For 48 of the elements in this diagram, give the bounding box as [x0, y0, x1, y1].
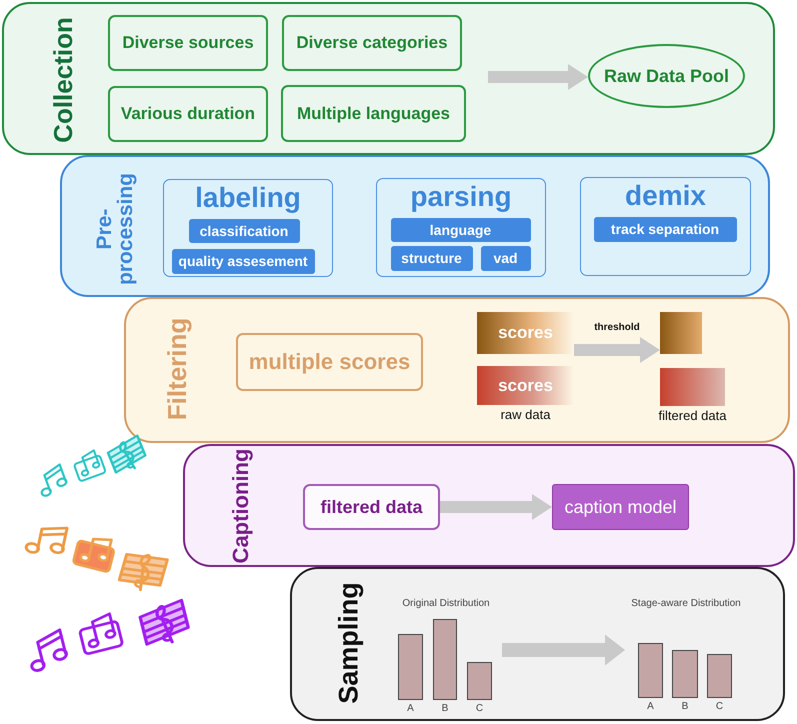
block-arrow — [440, 494, 552, 520]
bar-label: C — [716, 701, 724, 712]
feature-box: Various duration — [108, 86, 268, 142]
group-box — [163, 179, 333, 277]
feature-box: Diverse categories — [282, 15, 462, 71]
gradient-bar — [660, 368, 725, 406]
score-bar: scores — [477, 366, 574, 405]
group-box — [580, 177, 751, 276]
score-bar: scores — [477, 312, 574, 354]
feature-box: Multiple languages — [281, 85, 466, 142]
tag-chip: quality assesement — [172, 248, 314, 274]
stage-title: Collection — [50, 17, 76, 143]
bar-label: C — [476, 703, 484, 714]
caption-text: filtered data — [658, 409, 726, 424]
data-pool-ellipse: Raw Data Pool — [588, 44, 745, 108]
bar-label: B — [682, 701, 688, 712]
feature-box: filtered data — [303, 484, 440, 530]
group-title: demix — [625, 181, 706, 210]
block-arrow — [488, 64, 588, 90]
bar-label: B — [442, 703, 448, 714]
block-arrow — [502, 634, 625, 666]
tag-chip: vad — [480, 246, 530, 270]
model-box: caption model — [552, 484, 689, 530]
stage-title: Filtering — [164, 318, 190, 420]
tag-chip: structure — [390, 246, 472, 270]
bar-label: A — [647, 701, 654, 712]
bar-label: A — [407, 703, 414, 714]
tag-chip: classification — [188, 218, 300, 242]
stage-panel — [290, 567, 785, 721]
group-title: parsing — [410, 182, 512, 212]
group-title: labeling — [195, 183, 301, 212]
stage-panel — [124, 297, 790, 443]
caption-text: raw data — [500, 408, 550, 423]
chart-title: Stage-aware Distribution — [630, 598, 742, 610]
stage-panel — [60, 155, 770, 297]
tag-chip: language — [390, 218, 530, 242]
stage-panel — [2, 2, 775, 155]
stage-title: Pre- processing — [94, 172, 136, 288]
tag-chip: track separation — [594, 216, 736, 242]
feature-box: Diverse sources — [108, 15, 268, 71]
gradient-bar — [660, 312, 702, 354]
score-box: multiple scores — [236, 333, 423, 391]
stage-title: Captioning — [230, 448, 252, 564]
group-box — [376, 178, 546, 277]
chart-title: Original Distribution — [401, 598, 491, 610]
stage-panel — [183, 444, 795, 567]
stage-title: Sampling — [336, 582, 362, 704]
block-arrow — [574, 337, 660, 363]
